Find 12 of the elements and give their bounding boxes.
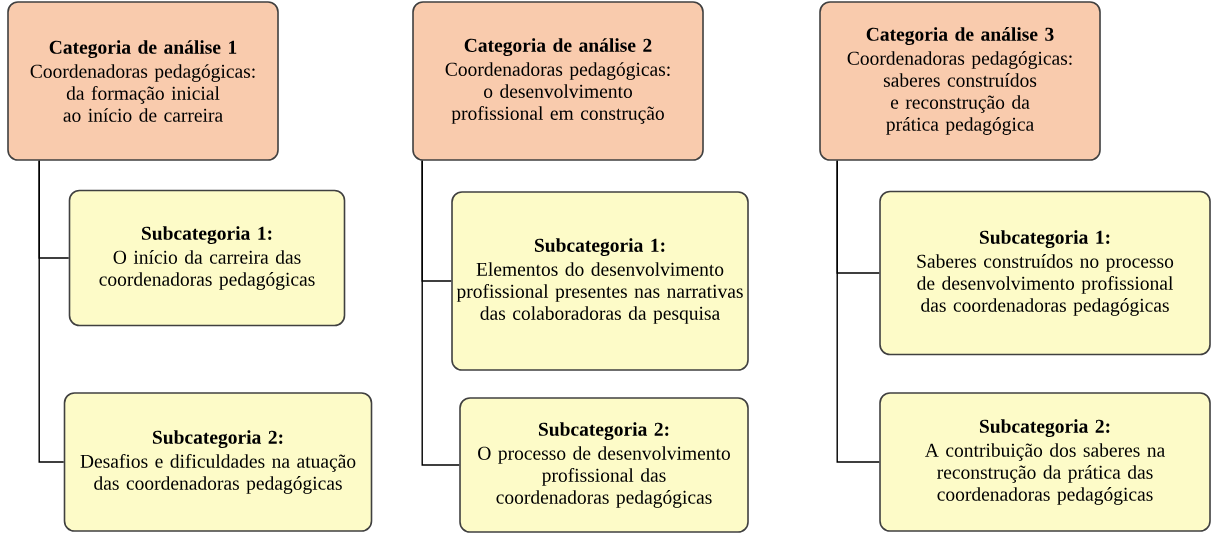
subcategory-box: Subcategoria 2: O processo de desenvolvimento profissional das coordenadoras pedagógicas bbox=[459, 397, 749, 533]
category-box: Categoria de análise 3 Coordenadoras pedagógicas: saberes construídos e reconstrução da prática pedagógica bbox=[819, 1, 1101, 161]
subcategory-box: Subcategoria 1: Elementos do desenvolvimento profissional presentes nas narrativas das colaboradoras da pesquisa bbox=[451, 191, 749, 371]
category-box: Categoria de análise 1 Coordenadoras pedagógicas: da formação inicial ao início de carreira bbox=[7, 1, 279, 161]
category-box: Categoria de análise 2 Coordenadoras pedagógicas: o desenvolvimento profissional em construção bbox=[412, 1, 704, 161]
subcategory-box: Subcategoria 2: A contribuição dos saberes na reconstrução da prática das coordenadoras pedagógicas bbox=[879, 392, 1211, 532]
subcategory-box: Subcategoria 1: Saberes construídos no processo de desenvolvimento profissional das coordenadoras pedagógicas bbox=[879, 190, 1211, 356]
subcategory-box: Subcategoria 1: O início da carreira das coordenadoras pedagógicas bbox=[68, 189, 346, 327]
connector-line bbox=[836, 160, 880, 463]
subcategory-box: Subcategoria 2: Desafios e dificuldades na atuação das coordenadoras pedagógicas bbox=[63, 392, 373, 532]
connector-line bbox=[38, 160, 65, 463]
connector-line bbox=[421, 160, 460, 466]
